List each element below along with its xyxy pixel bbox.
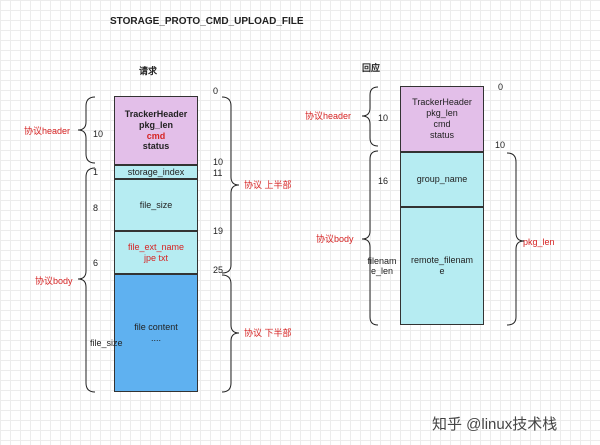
watermark-text: 知乎 @linux技术栈 <box>432 416 558 433</box>
response-remote-size: filenam e_len <box>366 256 398 277</box>
request-file-size-label: file_size <box>139 199 173 210</box>
response-group-block: group_name <box>400 152 484 207</box>
request-offset-19: 19 <box>213 226 224 236</box>
response-pkg-len-label: pkg_len <box>523 237 555 247</box>
request-content-block: file content .... <box>114 274 198 392</box>
request-offset-10: 10 <box>213 157 224 167</box>
response-header-brace <box>361 86 379 147</box>
request-file-size-block: file_size <box>114 179 198 231</box>
request-protocol-body-label: 协议body <box>35 276 73 286</box>
request-header-brace <box>77 96 96 164</box>
response-body-brace <box>361 150 379 326</box>
request-offset-0: 0 <box>213 86 219 96</box>
response-remote-label-l1: remote_filenam <box>410 255 474 266</box>
request-ext-block: file_ext_name jpe txt <box>114 231 198 274</box>
request-storage-index-label: storage_index <box>127 166 185 177</box>
response-remote-size-l2: e_len <box>370 266 394 277</box>
request-protocol-header-label: 协议header <box>24 126 71 136</box>
request-ext-name-label: file_ext_name <box>127 241 185 252</box>
request-header-pkg-len: pkg_len <box>138 119 173 130</box>
response-remote-label-l2: e <box>439 266 445 276</box>
response-remote-size-l1: filenam <box>367 256 397 266</box>
request-storage-index-size: 1 <box>93 167 99 177</box>
request-offset-25: 25 <box>213 265 224 275</box>
response-header-cmd: cmd <box>433 119 451 129</box>
request-content-size: file_size <box>90 338 123 348</box>
response-header-pkg-len: pkg_len <box>426 108 458 119</box>
request-header-trackerheader: TrackerHeader <box>124 108 188 119</box>
request-header-status: status <box>142 141 170 152</box>
request-header-size: 10 <box>93 129 104 139</box>
request-body-brace <box>77 167 96 393</box>
response-header-status: status <box>429 129 454 140</box>
response-header-block: TrackerHeader pkg_len cmd status <box>400 86 484 152</box>
request-upper-half-brace <box>221 96 240 274</box>
diagram-title: STORAGE_PROTO_CMD_UPLOAD_FILE <box>110 16 304 27</box>
response-header-trackerheader: TrackerHeader <box>412 97 472 108</box>
response-remote-block: remote_filenam e <box>400 207 484 325</box>
request-ext-example-label: jpe txt <box>143 252 168 263</box>
request-header-cmd: cmd <box>146 130 166 141</box>
response-group-label: group_name <box>416 174 468 185</box>
request-lower-half-brace <box>221 274 240 393</box>
response-heading: 回应 <box>362 63 381 73</box>
response-protocol-body-label: 协议body <box>316 234 354 244</box>
request-heading: 请求 <box>139 66 158 76</box>
request-upper-half-label: 协议 上半部 <box>244 180 292 190</box>
response-header-size: 10 <box>378 113 389 123</box>
request-file-size-size: 8 <box>93 203 99 213</box>
request-content-ellipsis: .... <box>150 333 161 343</box>
response-pkg-len-brace <box>506 152 525 326</box>
request-content-label: file content <box>134 322 178 333</box>
response-group-size: 16 <box>378 176 389 186</box>
request-ext-size: 6 <box>93 258 99 268</box>
response-offset-10: 10 <box>495 140 506 150</box>
response-offset-0: 0 <box>498 82 504 92</box>
request-offset-11: 11 <box>213 168 223 178</box>
response-protocol-header-label: 协议header <box>305 111 352 121</box>
request-header-block: TrackerHeader pkg_len cmd status <box>114 96 198 165</box>
request-storage-index-block: storage_index <box>114 165 198 179</box>
request-lower-half-label: 协议 下半部 <box>244 328 292 338</box>
